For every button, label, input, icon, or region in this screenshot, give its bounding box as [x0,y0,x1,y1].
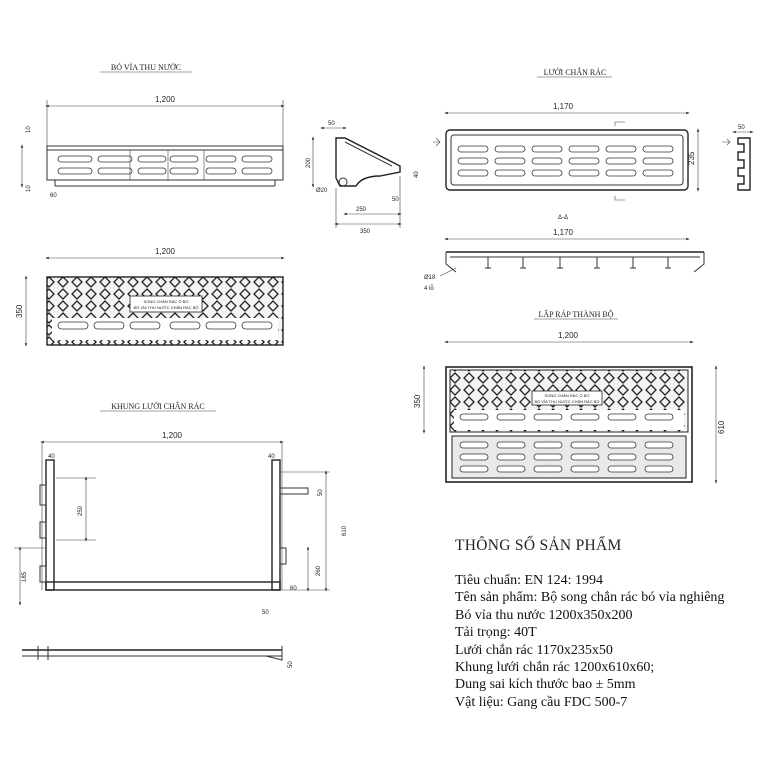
frame-50b-dim: 50 [262,610,269,616]
spec-curb-size: Bó vỉa thu nước 1200x350x200 [455,607,633,623]
curb-plan-view: 1,200 SONG CHẮN RÁC Ô BÓ BÓ VỈA THU NƯỚC… [15,247,285,347]
spec-material: Vật liệu: Gang cầu FDC 500-7 [455,694,628,710]
curb-length-dim: 1,200 [155,95,176,104]
frame-title: KHUNG LƯỚI CHẮN RÁC [111,401,205,411]
screen-holes-count: 4 lỗ [424,285,434,292]
assembly-plate-line1: SONG CHẮN RÁC Ô BÓ [545,393,590,398]
screen-section-label: Δ-Δ [558,215,568,221]
section-20-dim: Ø20 [316,188,328,194]
frame-40a-dim: 40 [48,454,55,460]
curb-elevation-view: BÓ VỈA THU NƯỚC 1,200 [20,62,285,199]
spec-standard: Tiêu chuẩn: EN 124: 1994 [455,573,604,588]
assembly-610-dim: 610 [717,420,726,434]
section-50b-dim: 50 [392,197,399,203]
spec-product-name: Tên sản phẩm: Bộ song chắn rác bó vỉa ng… [455,590,725,606]
screen-length2-dim: 1,170 [553,228,574,237]
section-250-dim: 250 [356,207,367,213]
frame-60-dim: 60 [290,586,297,592]
frame-610-dim: 610 [342,525,348,536]
plan-350-dim: 350 [15,304,24,318]
curb-slots [57,150,273,180]
curb-60-dim: 60 [50,193,57,199]
frame-bottom-50-dim: 50 [288,661,294,668]
curb-plate-line2: BÓ VỈA THU NƯỚC CHẮN RÁC BỘ [133,305,198,310]
screen-235-dim: 235 [687,151,696,165]
spec-load: Tải trọng: 40T [455,625,537,641]
screen-hole-dim: Ø18 [424,275,436,281]
curb-title: BÓ VỈA THU NƯỚC [111,62,181,72]
frame-length-dim: 1,200 [162,431,183,440]
frame-50a-dim: 50 [318,489,324,496]
screen-length-dim: 1,170 [553,102,574,111]
assembly-350-dim: 350 [413,394,422,408]
spec-title: THÔNG SỐ SẢN PHẨM [455,537,622,554]
assembly-length-dim: 1,200 [558,331,579,340]
frame-view: KHUNG LƯỚI CHẮN RÁC 1,200 40 40 250 610 … [14,401,348,668]
screen-50-dim: 50 [738,125,745,131]
frame-260-dim: 260 [316,565,322,576]
frame-185-dim: 185 [22,571,28,582]
frame-250-dim: 250 [78,505,84,516]
curb-name-plate [129,295,203,313]
screen-slots [457,145,674,177]
frame-40b-dim: 40 [268,454,275,460]
assembly-plate-line2: BÓ VỈA THU NƯỚC CHẮN RÁC BỘ [534,399,599,404]
section-200-dim: 200 [306,157,312,168]
curb-plate-line1: SONG CHẮN RÁC Ô BÓ [144,299,189,304]
curb-bot-10-dim: 10 [26,185,32,192]
assembly-title: LẮP RÁP THÀNH BỘ [538,309,613,319]
screen-plan-view: LƯỚI CHẮN RÁC 1,170 [433,67,754,201]
section-50-dim: 50 [328,121,335,127]
assembly-view: LẮP RÁP THÀNH BỘ 1,200 SONG CHẮN RÁC Ô B… [413,309,726,484]
spec-list: Tiêu chuẩn: EN 124: 1994 Tên sản phẩm: B… [455,572,760,711]
section-40-dim: 40 [414,171,420,178]
spec-tolerance: Dung sai kích thước bao ± 5mm [455,677,636,693]
plan-length-dim: 1,200 [155,247,176,256]
curb-top-10-dim: 10 [26,126,32,133]
spec-frame-size: Khung lưới chắn rác 1200x610x60; [455,660,655,676]
screen-side-view: Δ-Δ 1,170 Ø18 4 lỗ [424,215,705,292]
screen-title: LƯỚI CHẮN RÁC [544,67,607,77]
spec-screen-size: Lưới chắn rác 1170x235x50 [455,642,613,658]
section-350-dim: 350 [360,229,371,235]
curb-cross-section: 50 200 Ø20 40 50 250 350 [306,121,420,235]
